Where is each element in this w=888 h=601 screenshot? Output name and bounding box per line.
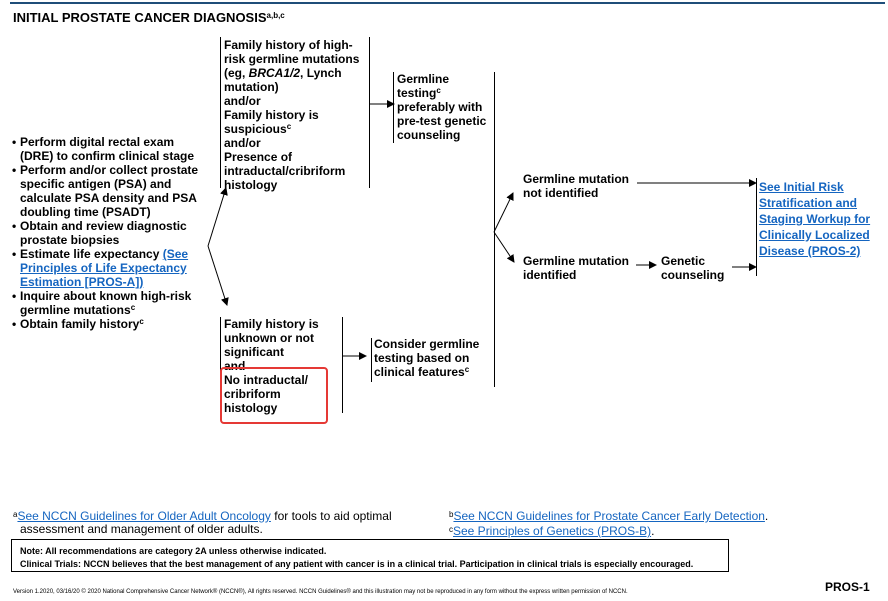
lower-box-left-rule	[220, 317, 221, 413]
germline-testing-left-rule	[393, 72, 394, 143]
footnote-b: bSee NCCN Guidelines for Prostate Cancer…	[449, 509, 769, 523]
outcome-identified: Germline mutation identified	[523, 254, 630, 282]
pros2-link[interactable]: See Initial Risk Stratification and Stag…	[759, 180, 871, 258]
germline-testing-box: Germline testingc preferably with pre-te…	[397, 72, 487, 142]
header-rule	[10, 2, 885, 4]
highlight-box	[220, 367, 328, 424]
principles-genetics-link[interactable]: See Principles of Genetics (PROS-B)	[453, 524, 652, 538]
list-item-biopsies: Obtain and review diagnostic prostate bi…	[12, 219, 204, 247]
life-expectancy-link[interactable]: (See Principles of Life Expectancy Estim…	[20, 247, 189, 289]
consider-testing-box: Consider germline testing based on clini…	[374, 337, 480, 379]
note-clinical-trials: Clinical Trials: NCCN believes that the …	[20, 559, 694, 569]
early-detection-link[interactable]: See NCCN Guidelines for Prostate Cancer …	[453, 509, 765, 523]
note-box: Note: All recommendations are category 2…	[11, 539, 729, 572]
footnote-c: cSee Principles of Genetics (PROS-B).	[449, 524, 655, 538]
version-line: Version 1.2020, 03/16/20 © 2020 National…	[13, 589, 628, 595]
footnotes-bc: bSee NCCN Guidelines for Prostate Cancer…	[449, 508, 869, 538]
arrow-to-lower-box	[207, 245, 229, 306]
destination-box: See Initial Risk Stratification and Stag…	[759, 179, 875, 259]
upper-box-left-rule	[220, 37, 221, 188]
list-item-life-expectancy: Estimate life expectancy (See Principles…	[12, 247, 204, 289]
low-risk-criteria-box: Family history is unknown or not signifi…	[224, 317, 319, 415]
arrow-to-upper-box	[207, 187, 228, 247]
list-item-germline: Inquire about known high-risk germline m…	[12, 289, 204, 317]
footnote-a: aSee NCCN Guidelines for Older Adult Onc…	[13, 509, 392, 536]
lower-box-right-rule	[342, 317, 343, 413]
destination-left-rule	[756, 178, 757, 276]
upper-box-right-rule	[369, 37, 370, 188]
consider-testing-left-rule	[371, 338, 372, 382]
arrow-to-not-identified	[493, 192, 514, 233]
page-title: INITIAL PROSTATE CANCER DIAGNOSISa,b,c	[13, 10, 285, 25]
germline-testing-right-rule	[494, 72, 495, 387]
page-id: PROS-1	[825, 580, 870, 594]
note-category: Note: All recommendations are category 2…	[20, 546, 327, 556]
older-adult-oncology-link[interactable]: See NCCN Guidelines for Older Adult Onco…	[17, 509, 271, 523]
arrow-to-identified	[493, 231, 515, 263]
list-item-family-history: Obtain family historyc	[12, 317, 204, 331]
list-item-psa: Perform and/or collect prostate specific…	[12, 163, 204, 219]
list-item-dre: Perform digital rectal exam (DRE) to con…	[12, 135, 204, 163]
outcome-not-identified: Germline mutation not identified	[523, 172, 630, 200]
high-risk-criteria-box: Family history of high-risk germline mut…	[224, 38, 360, 192]
genetic-counseling-box: Genetic counseling	[661, 254, 725, 282]
diagnosis-steps-list: Perform digital rectal exam (DRE) to con…	[12, 135, 204, 331]
